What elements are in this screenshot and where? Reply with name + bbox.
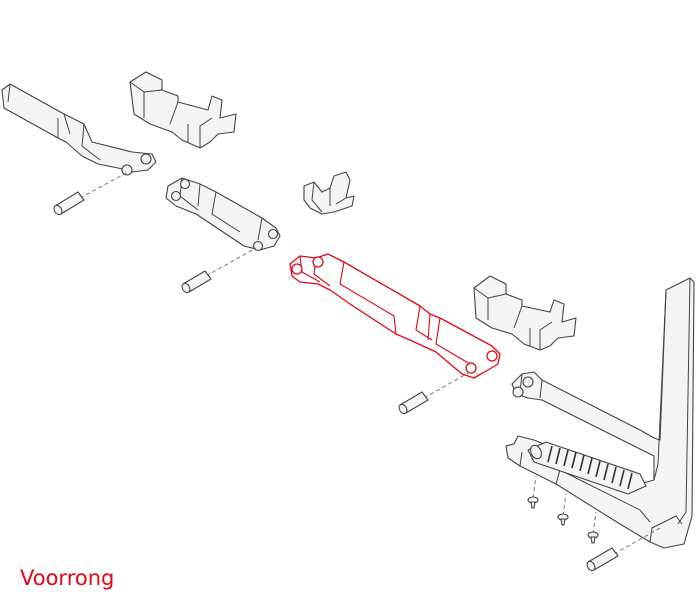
mounting-bracket-right [473, 275, 577, 351]
spring [527, 441, 647, 495]
mounting-bracket-top [129, 71, 237, 149]
pin-3 [398, 371, 471, 415]
small-clip [303, 171, 355, 215]
pin-2 [181, 247, 257, 294]
hinge-arm-upper [1, 83, 157, 176]
pin-4 [586, 527, 661, 572]
main-hinge-body [505, 277, 695, 549]
link-arm-middle [165, 177, 281, 252]
pin-1 [53, 171, 129, 216]
highlighted-link-voorrong [289, 253, 501, 379]
screws [527, 475, 599, 544]
caption-label: Voorrong [20, 566, 115, 590]
